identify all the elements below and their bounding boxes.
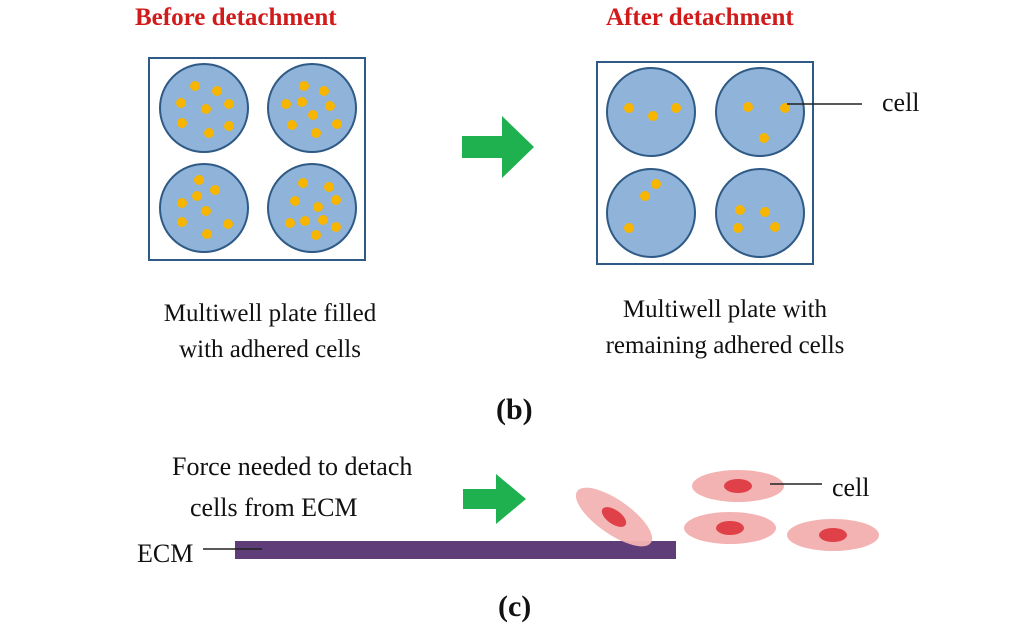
- after-caption: Multiwell plate with remaining adhered c…: [530, 292, 920, 364]
- before-caption-line2: with adhered cells: [179, 336, 361, 363]
- well-before-2: [267, 63, 357, 153]
- panel-label-b: (b): [496, 393, 533, 426]
- well-after-2: [715, 67, 805, 157]
- before-detachment-title: Before detachment: [135, 4, 337, 31]
- well-after-3: [606, 168, 696, 258]
- well-before-3: [159, 163, 249, 253]
- detaching-cell: [575, 487, 653, 547]
- cell-middle-right: [684, 512, 776, 544]
- well-after-4: [715, 168, 805, 258]
- cell-far-right: [787, 519, 879, 551]
- panel-label-c: (c): [498, 590, 532, 623]
- ecm-bar: [235, 541, 676, 559]
- multiwell-plate-after: [596, 61, 862, 265]
- arrow-right-icon: [462, 116, 534, 178]
- after-caption-line2: remaining adhered cells: [605, 332, 845, 359]
- cell-label-plate: cell: [882, 88, 920, 117]
- before-caption-line1: Multiwell plate filled: [163, 300, 377, 327]
- after-caption-line1: Multiwell plate with: [622, 296, 828, 323]
- force-label-line2: cells from ECM: [190, 493, 358, 522]
- multiwell-plate-before: [148, 57, 366, 261]
- well-before-4: [267, 163, 357, 253]
- cell-top-right: [692, 470, 784, 502]
- before-caption: Multiwell plate filled with adhered cell…: [100, 296, 440, 368]
- after-detachment-title: After detachment: [606, 4, 794, 31]
- force-arrow-icon: [463, 474, 526, 524]
- well-after-1: [606, 67, 696, 157]
- well-before-1: [159, 63, 249, 153]
- force-label-line1: Force needed to detach: [172, 452, 413, 481]
- ecm-label: ECM: [137, 539, 194, 568]
- cell-label-ecm: cell: [832, 473, 870, 502]
